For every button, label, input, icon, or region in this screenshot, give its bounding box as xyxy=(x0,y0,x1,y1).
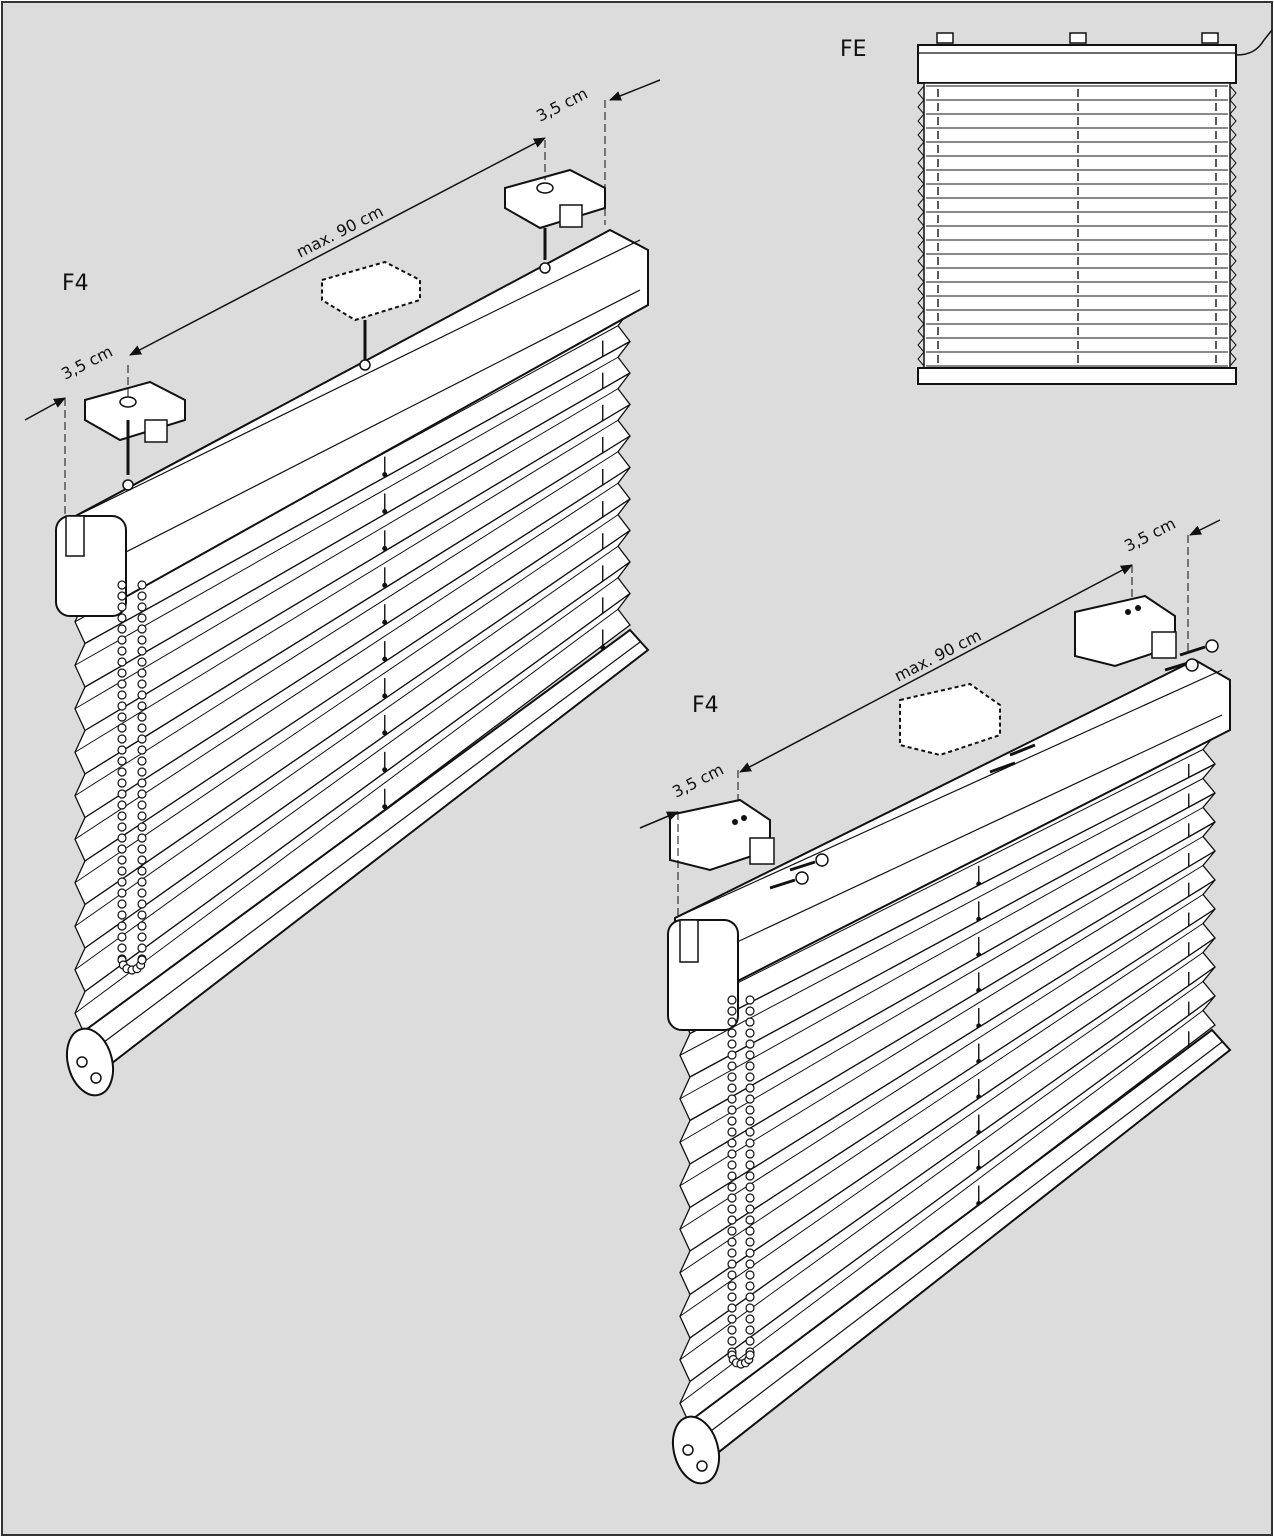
right-pleated-fabric xyxy=(679,734,1217,1427)
right-dim-line-span xyxy=(739,564,1133,773)
blind-left: F4 xyxy=(24,79,661,1097)
fe-bottom-rail xyxy=(917,367,1237,385)
right-bracket-1 xyxy=(669,798,829,890)
fe-clip-left xyxy=(936,32,954,44)
fe-head-rail xyxy=(917,44,1237,84)
right-bead-chain[interactable] xyxy=(727,995,755,1369)
right-head-endcap xyxy=(667,919,739,1031)
fe-clip-right xyxy=(1201,32,1219,44)
label-f4-bottom: F4 xyxy=(692,693,719,718)
left-bead-chain[interactable] xyxy=(117,580,147,975)
left-pleated-fabric xyxy=(74,309,631,1037)
left-bracket-1 xyxy=(84,380,186,491)
fe-front-view: FE xyxy=(840,29,1273,385)
fe-cord xyxy=(1235,29,1273,56)
label-fe: FE xyxy=(840,37,867,62)
label-f4-top: F4 xyxy=(62,271,89,296)
blind-right: F4 xyxy=(639,514,1232,1485)
left-dim-line-span xyxy=(129,137,546,356)
fe-pleats xyxy=(917,85,1237,367)
fe-clip-middle xyxy=(1069,32,1087,44)
